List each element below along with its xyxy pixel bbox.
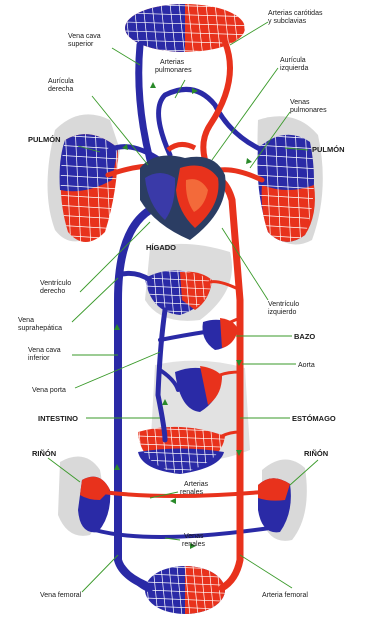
legs-capillaries <box>145 566 230 617</box>
label-vena-cava-superior: Vena cava superior <box>68 33 103 48</box>
label-ventriculo-derecho: Ventrículo derecho <box>40 280 73 295</box>
label-bazo: BAZO <box>294 332 315 341</box>
spleen-capillaries <box>203 318 239 350</box>
label-auricula-derecha: Aurícula derecha <box>48 78 76 93</box>
label-arterias-carotidas: Arterias carótidas y subclavias <box>268 10 324 25</box>
label-vena-suprahepatica: Vena suprahepática <box>18 317 62 332</box>
label-intestino: INTESTINO <box>38 414 78 423</box>
label-pulmon-left: PULMÓN <box>28 135 61 144</box>
label-aorta: Aorta <box>298 362 315 369</box>
left-kidney <box>78 477 110 533</box>
label-vena-porta: Vena porta <box>32 387 66 394</box>
label-arteria-femoral: Arteria femoral <box>262 592 308 599</box>
label-estomago: ESTÓMAGO <box>292 414 336 423</box>
label-venas-renales: Venas renales <box>182 533 205 548</box>
label-venas-pulmonares: Venas pulmonares <box>290 99 327 114</box>
label-auricula-izquierda: Aurícula izquierda <box>280 57 309 72</box>
label-arterias-pulmonares: Arterias pulmonares <box>155 59 192 74</box>
label-vena-femoral: Vena femoral <box>40 592 82 599</box>
label-ventriculo-izquierdo: Ventrículo izquierdo <box>268 301 301 316</box>
label-rinon-right: RIÑÓN <box>304 449 328 458</box>
label-rinon-left: RIÑÓN <box>32 449 56 458</box>
label-pulmon-right: PULMÓN <box>312 145 345 154</box>
label-higado: HÍGADO <box>146 243 176 252</box>
label-vena-cava-inferior: Vena cava inferior <box>28 347 63 362</box>
